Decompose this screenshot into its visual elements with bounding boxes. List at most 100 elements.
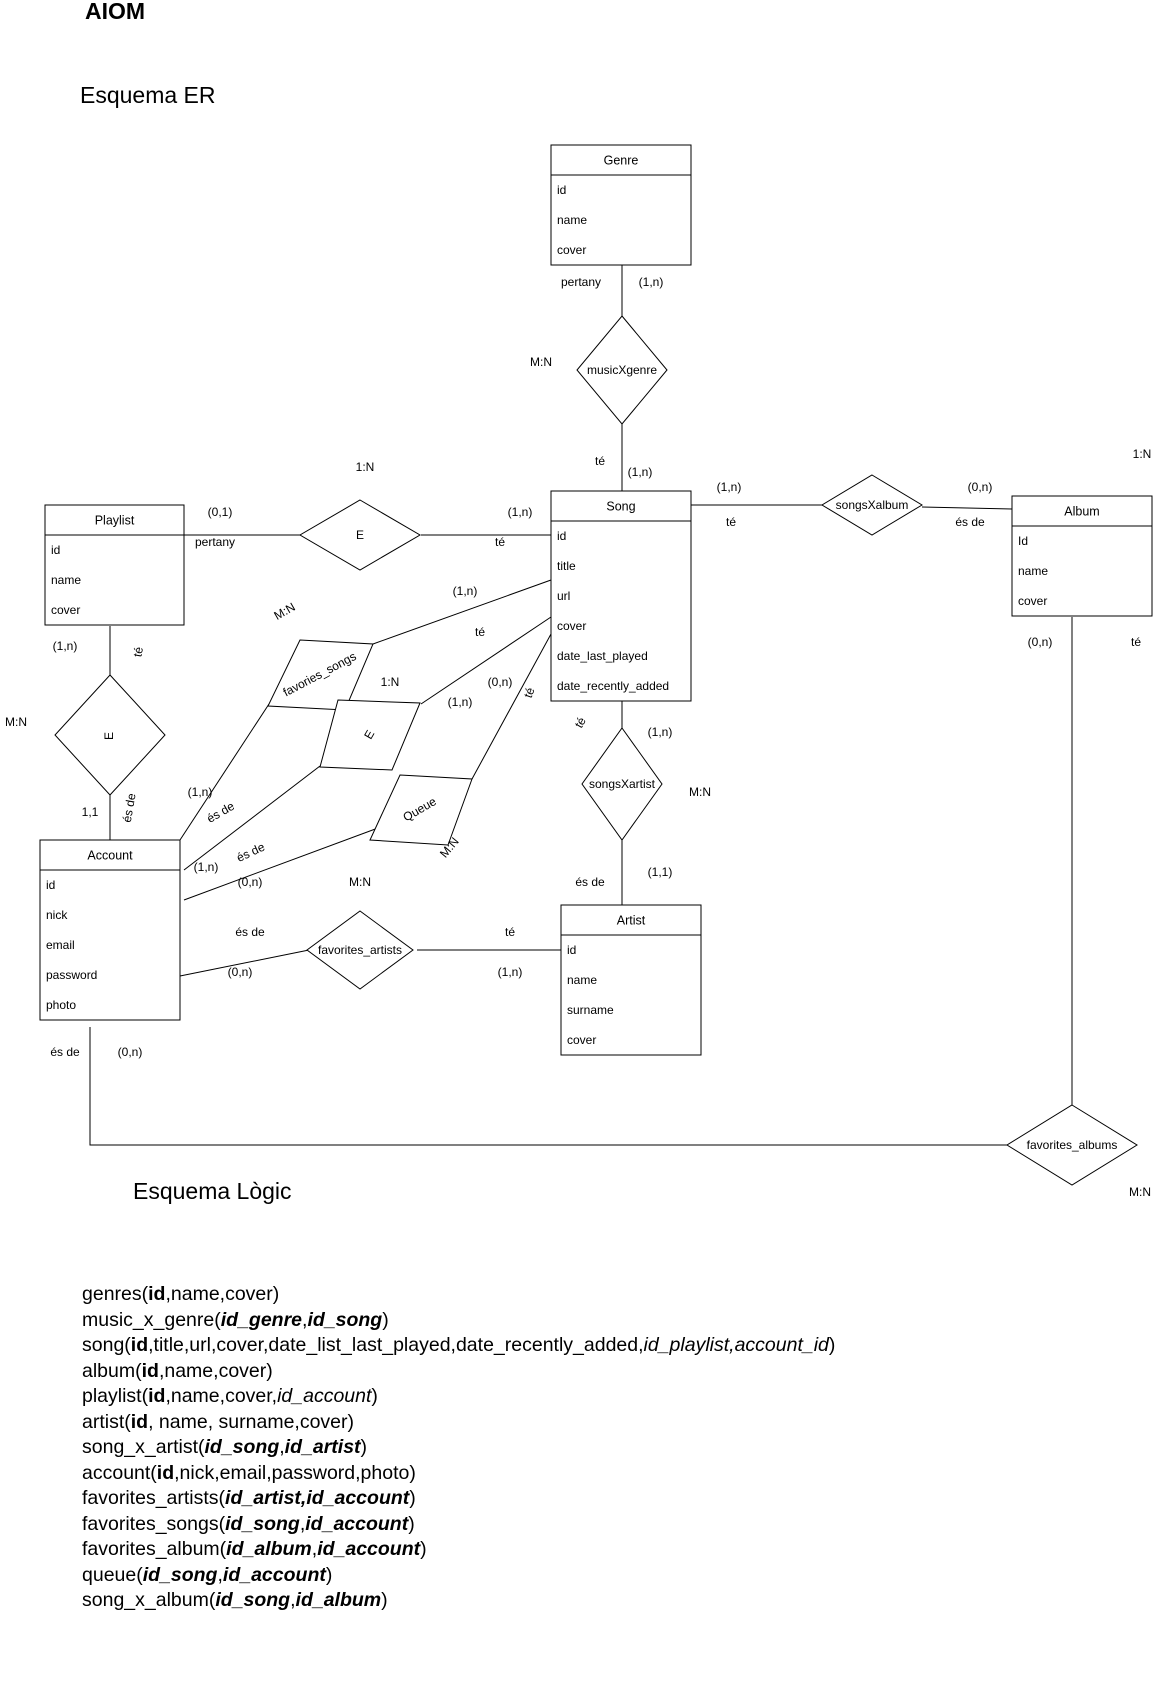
cardinality-label: 1:N	[356, 460, 375, 474]
schema-text: )	[371, 1385, 378, 1407]
cardinality-label: té	[521, 685, 538, 699]
cardinality-label: té	[1131, 635, 1141, 649]
schema-text: )	[325, 1563, 333, 1586]
schema-text: )	[408, 1512, 415, 1535]
entity-name: Account	[87, 848, 133, 862]
entity-attribute: cover	[557, 619, 586, 633]
logical-schema-line: song_x_album(id_song,id_album)	[82, 1588, 835, 1614]
schema-text: ,nick,email,password,photo)	[174, 1461, 416, 1484]
schema-text: album(	[82, 1359, 142, 1382]
cardinality-label: (0,n)	[968, 480, 993, 494]
entity-attribute: email	[46, 938, 75, 952]
cardinality-label: és de	[120, 792, 139, 824]
entity-attribute: url	[557, 589, 570, 603]
relationship-label: favorites_albums	[1027, 1138, 1118, 1152]
entity-attribute: nick	[46, 908, 68, 922]
entity-artist	[560, 904, 702, 1056]
cardinality-label: té	[475, 625, 485, 639]
schema-text: )	[382, 1308, 389, 1331]
relationship-songsXalbum	[821, 474, 923, 536]
entity-playlist	[44, 504, 185, 626]
cardinality-label: (0,n)	[238, 875, 263, 889]
relationship-songsXartist	[581, 727, 663, 841]
relationship-e_playlist_song	[299, 499, 421, 571]
schema-text: , name, surname,cover)	[148, 1410, 355, 1433]
entity-attribute: Id	[1018, 534, 1028, 548]
cardinality-label: (0,n)	[228, 965, 253, 979]
entity-attribute: title	[557, 559, 576, 573]
logical-schema-line: favorites_album(id_album,id_account)	[82, 1537, 835, 1563]
cardinality-label: M:N	[349, 875, 371, 889]
er-schema-heading: Esquema ER	[80, 82, 216, 108]
composite-key: id_genre	[220, 1308, 303, 1331]
foreign-key: id_account	[277, 1385, 372, 1407]
composite-key: id_artist	[284, 1436, 361, 1458]
cardinality-label: és de	[235, 925, 265, 939]
relationship-e_playlist_acc	[54, 674, 166, 796]
entity-name: Genre	[604, 153, 639, 167]
schema-text: ,name,cover,	[165, 1385, 278, 1407]
entity-attribute: id	[557, 183, 566, 197]
schema-text: )	[828, 1334, 836, 1356]
schema-text: song_x_album(	[82, 1589, 216, 1611]
schema-text: ,	[299, 1512, 306, 1535]
relationship-musicXgenre	[576, 315, 668, 425]
entity-attribute: surname	[567, 1003, 614, 1017]
schema-text: account(	[82, 1461, 157, 1484]
composite-key: id_account	[305, 1512, 409, 1535]
schema-text: ,name,cover)	[165, 1283, 280, 1305]
cardinality-label: (1,1)	[648, 865, 673, 879]
entity-attribute: password	[46, 968, 97, 982]
composite-key: id_album	[226, 1538, 312, 1560]
cardinality-label: 1,1	[82, 805, 99, 819]
cardinality-label: (1,n)	[194, 860, 219, 874]
entity-attribute: cover	[557, 243, 586, 257]
entity-attribute: cover	[567, 1033, 596, 1047]
relationship-queue	[369, 774, 473, 846]
logical-schema: genres(id,name,cover)music_x_genre(id_ge…	[82, 1282, 835, 1614]
relationship-label: E	[102, 732, 116, 740]
primary-key: id	[141, 1359, 159, 1382]
entity-attribute: date_last_played	[557, 649, 648, 663]
relationship-favorites_artists	[306, 910, 414, 990]
connector-line	[471, 633, 552, 780]
schema-text: favorites_artists(	[82, 1487, 226, 1509]
relationship-favorites_albums	[1006, 1104, 1138, 1186]
logical-schema-line: album(id,name,cover)	[82, 1359, 835, 1385]
cardinality-label: M:N	[689, 785, 711, 799]
cardinality-label: (0,n)	[118, 1045, 143, 1059]
entity-attribute: name	[51, 573, 81, 587]
cardinality-label: té	[572, 714, 589, 730]
logical-schema-line: playlist(id,name,cover,id_account)	[82, 1384, 835, 1410]
entity-album	[1011, 495, 1153, 617]
foreign-key: id_playlist,account_id	[643, 1334, 829, 1356]
schema-text: ,	[290, 1589, 296, 1611]
cardinality-label: pertany	[195, 535, 235, 549]
schema-text: song_x_artist(	[82, 1436, 205, 1458]
entity-attribute: id	[557, 529, 566, 543]
logical-schema-heading: Esquema Lògic	[133, 1178, 292, 1204]
schema-text: ,	[217, 1563, 223, 1586]
entity-name: Playlist	[95, 513, 135, 527]
connector-line	[921, 506, 1013, 510]
entity-attribute: id	[46, 878, 55, 892]
logical-schema-line: genres(id,name,cover)	[82, 1282, 835, 1308]
cardinality-label: (0,1)	[208, 505, 233, 519]
relationship-e_song_account	[319, 699, 421, 771]
connector-line	[183, 827, 379, 901]
schema-text: artist(	[82, 1410, 131, 1433]
cardinality-label: és de	[50, 1045, 80, 1059]
entity-name: Album	[1064, 504, 1099, 518]
cardinality-label: (1,n)	[648, 725, 673, 739]
composite-key: id_song	[204, 1436, 280, 1458]
cardinality-label: 1:N	[381, 675, 400, 689]
cardinality-label: 1:N	[1133, 447, 1152, 461]
schema-text: ,name,cover)	[158, 1359, 273, 1382]
schema-text: )	[381, 1589, 388, 1611]
entity-attribute: id	[567, 943, 576, 957]
logical-schema-line: song_x_artist(id_song,id_artist)	[82, 1435, 835, 1461]
composite-key: id_song	[307, 1308, 383, 1331]
cardinality-label: té	[130, 645, 146, 658]
cardinality-label: M:N	[5, 715, 27, 729]
relationship-label: musicXgenre	[587, 363, 657, 377]
